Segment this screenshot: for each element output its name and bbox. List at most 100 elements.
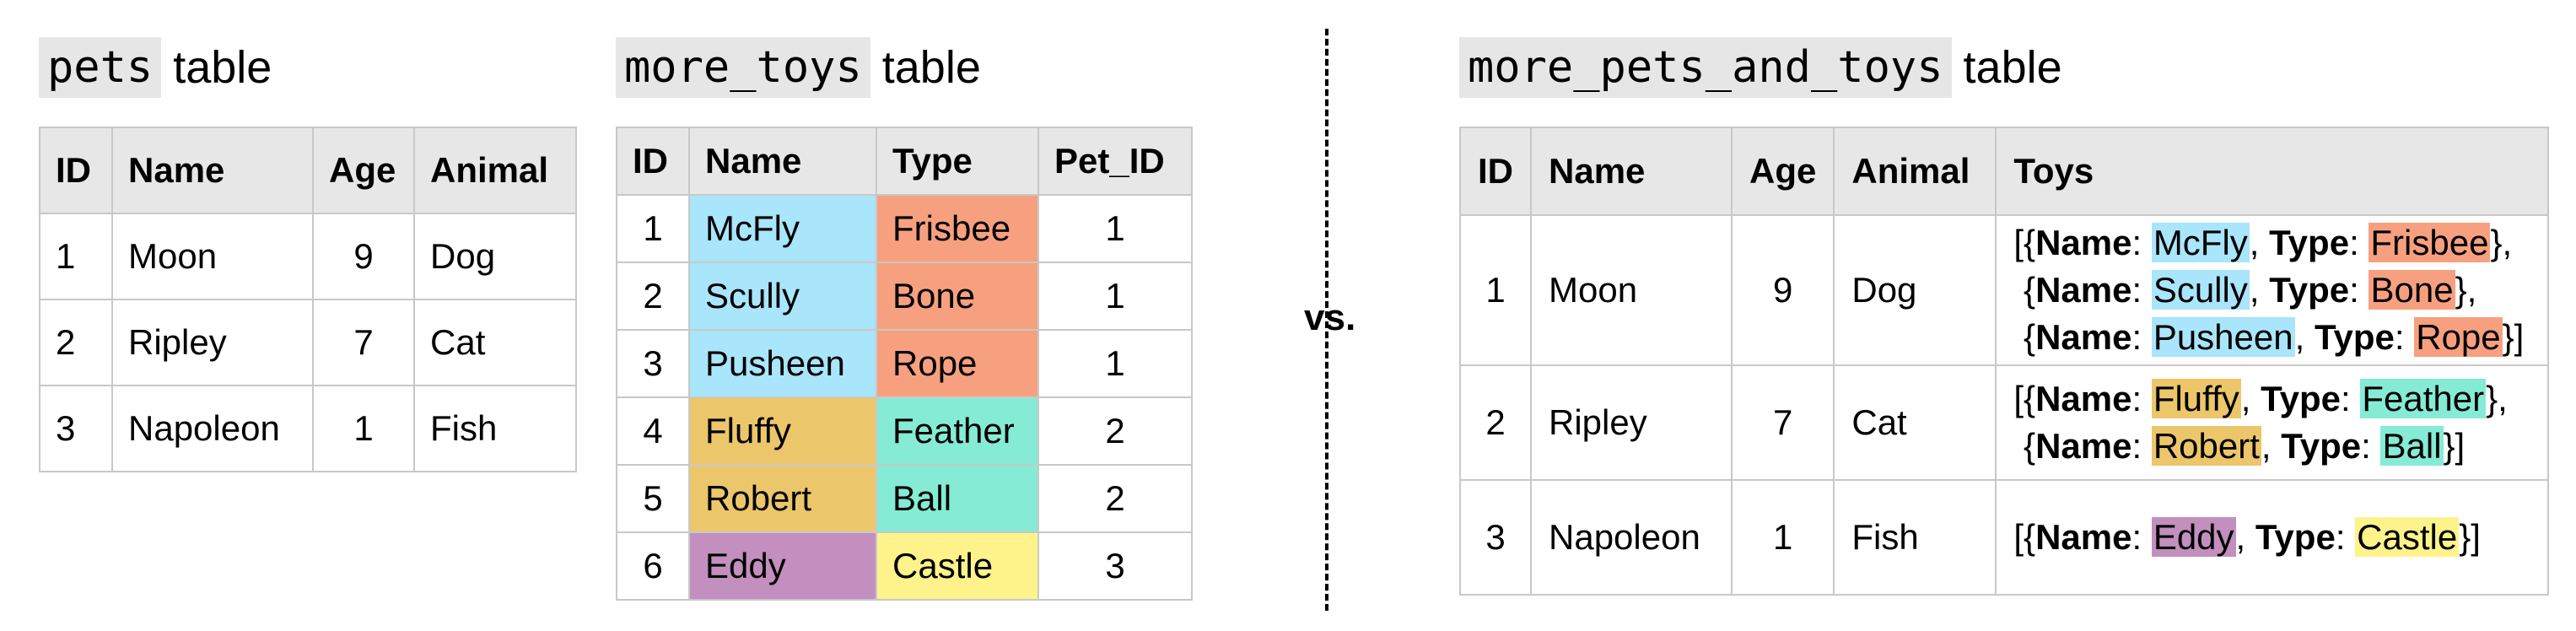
toy-id-cell: 6: [616, 531, 690, 601]
more-toys-title-code: more_toys: [616, 37, 870, 98]
toy-id-cell: 1: [616, 194, 690, 263]
key-name: Name: [2035, 379, 2132, 418]
key-type: Type: [2261, 379, 2342, 418]
key-type: Type: [2255, 517, 2336, 557]
toy-id-cell: 3: [616, 329, 690, 398]
cell: Dog: [1833, 214, 1997, 366]
toy-pet-id-cell: 2: [1037, 464, 1193, 533]
toys-header-id: ID: [616, 127, 690, 196]
pets-header-name: Name: [111, 127, 314, 214]
toy-entry: [{Name: Eddy, Type: Castle}]: [2013, 517, 2481, 557]
table-row: 3 Napoleon 1 Fish: [39, 385, 577, 472]
toy-type-value: Ball: [2380, 426, 2444, 466]
pets-title-word: table: [173, 42, 272, 93]
toys-cell: [{Name: Eddy, Type: Castle}]: [1995, 479, 2549, 596]
combo-header-animal: Animal: [1833, 127, 1997, 216]
combo-header-age: Age: [1730, 127, 1835, 216]
key-name: Name: [2035, 517, 2132, 557]
toy-id-cell: 4: [616, 396, 690, 466]
cell: 1: [39, 213, 113, 300]
more-toys-title-word: table: [881, 42, 981, 93]
more-pets-and-toys-title-word: table: [1963, 42, 2062, 93]
toys-header-pet-id: Pet_ID: [1037, 127, 1193, 196]
cell: 3: [1459, 479, 1532, 596]
toy-pet-id-cell: 2: [1037, 396, 1193, 466]
key-name: Name: [2035, 270, 2132, 310]
toy-name-cell: Eddy: [688, 531, 877, 601]
toy-type-cell: Rope: [876, 329, 1039, 398]
toy-name-cell: McFly: [688, 194, 877, 263]
pets-table: ID Name Age Animal 1 Moon 9 Dog 2 Ripley…: [39, 127, 577, 472]
cell: Cat: [1833, 364, 1997, 481]
toys-header-type: Type: [876, 127, 1039, 196]
cell: Cat: [413, 299, 577, 386]
pets-header-animal: Animal: [413, 127, 577, 214]
cell: Dog: [413, 213, 577, 300]
toy-type-value: Bone: [2369, 270, 2455, 310]
toy-entry: [{Name: McFly, Type: Frisbee},: [2013, 223, 2513, 262]
toy-type-cell: Castle: [876, 531, 1039, 601]
combo-header-toys: Toys: [1995, 127, 2549, 216]
cell: Ripley: [1530, 364, 1733, 481]
more-pets-and-toys-title: more_pets_and_toys table: [1459, 37, 2062, 98]
toy-id-cell: 5: [616, 464, 690, 533]
toy-pet-id-cell: 3: [1037, 531, 1193, 601]
cell: Moon: [1530, 214, 1733, 366]
cell: 9: [312, 213, 415, 300]
toy-name-cell: Pusheen: [688, 329, 877, 398]
cell: 2: [39, 299, 113, 386]
pets-header-age: Age: [312, 127, 415, 214]
toys-cell: [{Name: Fluffy, Type: Feather}, {Name: R…: [1995, 364, 2549, 481]
pets-title-code: pets: [39, 37, 162, 98]
toy-pet-id-cell: 1: [1037, 262, 1193, 331]
toy-type-cell: Frisbee: [876, 194, 1039, 263]
key-type: Type: [2314, 317, 2395, 357]
cell: 7: [1730, 364, 1835, 481]
toys-cell: [{Name: McFly, Type: Frisbee}, {Name: Sc…: [1995, 214, 2549, 366]
toy-pet-id-cell: 1: [1037, 329, 1193, 398]
cell: Moon: [111, 213, 314, 300]
toy-type-value: Castle: [2355, 517, 2460, 557]
combo-header-id: ID: [1459, 127, 1532, 216]
toy-entry: {Name: Pusheen, Type: Rope}]: [2013, 317, 2525, 357]
toy-name-cell: Scully: [688, 262, 877, 331]
toy-id-cell: 2: [616, 262, 690, 331]
toy-pet-id-cell: 1: [1037, 194, 1193, 263]
cell: 1: [312, 385, 415, 472]
key-name: Name: [2035, 223, 2132, 262]
toy-name-value: Pusheen: [2151, 317, 2295, 357]
key-type: Type: [2269, 270, 2350, 310]
pets-header-id: ID: [39, 127, 113, 214]
toy-type-value: Rope: [2414, 317, 2503, 357]
key-name: Name: [2035, 426, 2132, 466]
key-type: Type: [2281, 426, 2362, 466]
combo-header-name: Name: [1530, 127, 1733, 216]
cell: 9: [1730, 214, 1835, 366]
cell: Fish: [1833, 479, 1997, 596]
toy-name-value: Fluffy: [2151, 379, 2241, 418]
toy-name-value: Scully: [2151, 270, 2250, 310]
key-type: Type: [2269, 223, 2350, 262]
cell: 3: [39, 385, 113, 472]
toy-name-cell: Robert: [688, 464, 877, 533]
toy-name-cell: Fluffy: [688, 396, 877, 466]
cell: 7: [312, 299, 415, 386]
toy-entry: {Name: Robert, Type: Ball}]: [2013, 426, 2466, 466]
toy-entry: [{Name: Fluffy, Type: Feather},: [2013, 379, 2508, 418]
vs-label: vs.: [1304, 297, 1356, 338]
toy-type-value: Feather: [2360, 379, 2487, 418]
toy-entry: {Name: Scully, Type: Bone},: [2013, 270, 2477, 310]
more-pets-and-toys-title-code: more_pets_and_toys: [1459, 37, 1952, 98]
cell: 2: [1459, 364, 1532, 481]
dashed-divider: [1325, 29, 1328, 611]
cell: 1: [1730, 479, 1835, 596]
toys-header-name: Name: [688, 127, 877, 196]
